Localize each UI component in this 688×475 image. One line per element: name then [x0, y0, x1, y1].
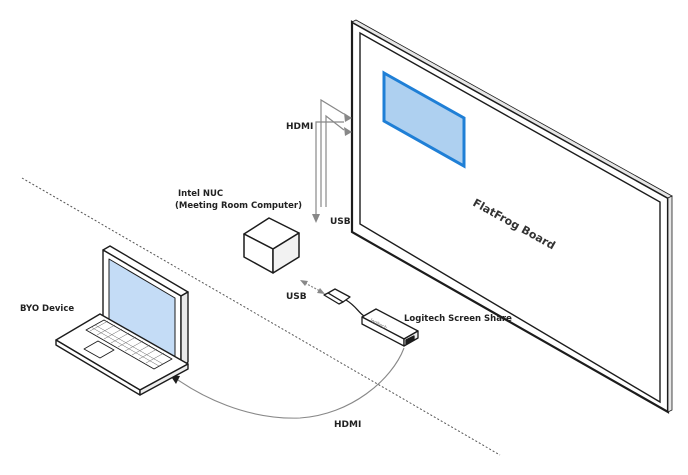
- usb-double-arrow: [300, 280, 325, 294]
- laptop-trackpad: [83, 340, 115, 359]
- hdmi-top-label: HDMI: [286, 122, 313, 132]
- logitech-dongle: [323, 288, 419, 347]
- usb-arrow-right: [317, 288, 325, 294]
- usb-arrow-head: [312, 214, 320, 223]
- board-cables: [315, 98, 345, 215]
- cable-arrows: [312, 113, 352, 223]
- room-boundary-line: [21, 177, 501, 456]
- laptop-lid-side: [180, 291, 189, 369]
- nuc-right-face: [272, 232, 300, 274]
- hdmi-bottom-cable: [177, 347, 405, 419]
- hdmi-arrow-head: [344, 113, 352, 122]
- usb-upper-label: USB: [330, 217, 351, 227]
- dongle-cable: [345, 299, 365, 317]
- hdmi-bottom-label: HDMI: [334, 420, 361, 430]
- laptop-key-lines: [89, 320, 165, 367]
- screen-share-window: [382, 70, 466, 169]
- usb-plug-tip: [323, 292, 344, 305]
- hdmi-arrow-head-2: [344, 127, 352, 136]
- logitech-label: Logitech Screen Share: [404, 314, 512, 324]
- nuc-subtitle-label: (Meeting Room Computer): [175, 201, 302, 211]
- nuc-title-label: Intel NUC: [178, 189, 223, 199]
- hdmi-port: [405, 335, 415, 345]
- laptop-base-side: [139, 363, 189, 396]
- flatfrog-board: FlatFrog Board: [350, 19, 673, 414]
- byo-laptop: [55, 245, 189, 396]
- intel-nuc-cube: [243, 217, 300, 274]
- usb-lower-label: USB: [286, 292, 307, 302]
- board-depth-right: [667, 195, 673, 413]
- usb-arrow-left: [300, 280, 308, 286]
- byo-device-label: BYO Device: [20, 304, 74, 314]
